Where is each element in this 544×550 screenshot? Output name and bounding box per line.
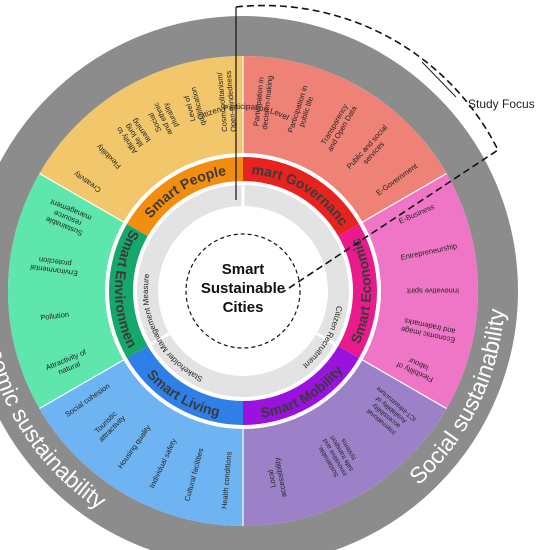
study-focus-pointer — [421, 61, 457, 98]
center-dashed-border — [185, 233, 301, 349]
sector-people — [126, 157, 243, 236]
study-focus-label: Study Focus — [468, 97, 535, 111]
sector-living — [126, 346, 243, 425]
center-title-line: Cities — [223, 299, 264, 316]
sector-people-items — [39, 56, 243, 222]
center-title-line: Sustainable — [201, 280, 285, 297]
center-circle — [161, 209, 325, 373]
sector-economic-items — [362, 173, 478, 409]
sector-governance-items — [243, 56, 447, 222]
sector-living-items — [39, 360, 243, 526]
sector-economic — [338, 224, 377, 358]
study-focus-overlay: Study Focus — [235, 4, 535, 293]
sector-governance — [243, 157, 360, 236]
sector-mobility-items — [243, 360, 447, 526]
sector-mobility — [243, 346, 360, 425]
indicator-label: Cosmopolitanism/Open-mindedness — [215, 70, 238, 133]
sector-environment-items — [8, 173, 124, 409]
indicator-label: Pollution — [40, 310, 70, 323]
sector-environment — [109, 224, 148, 358]
center-title-line: Smart — [222, 261, 265, 278]
indicator-label: Environmentalprotection — [29, 254, 79, 278]
study-focus-outline — [235, 4, 500, 293]
indicator-label: Innovative spirit — [406, 286, 459, 295]
outer-ring-band — [0, 16, 518, 550]
